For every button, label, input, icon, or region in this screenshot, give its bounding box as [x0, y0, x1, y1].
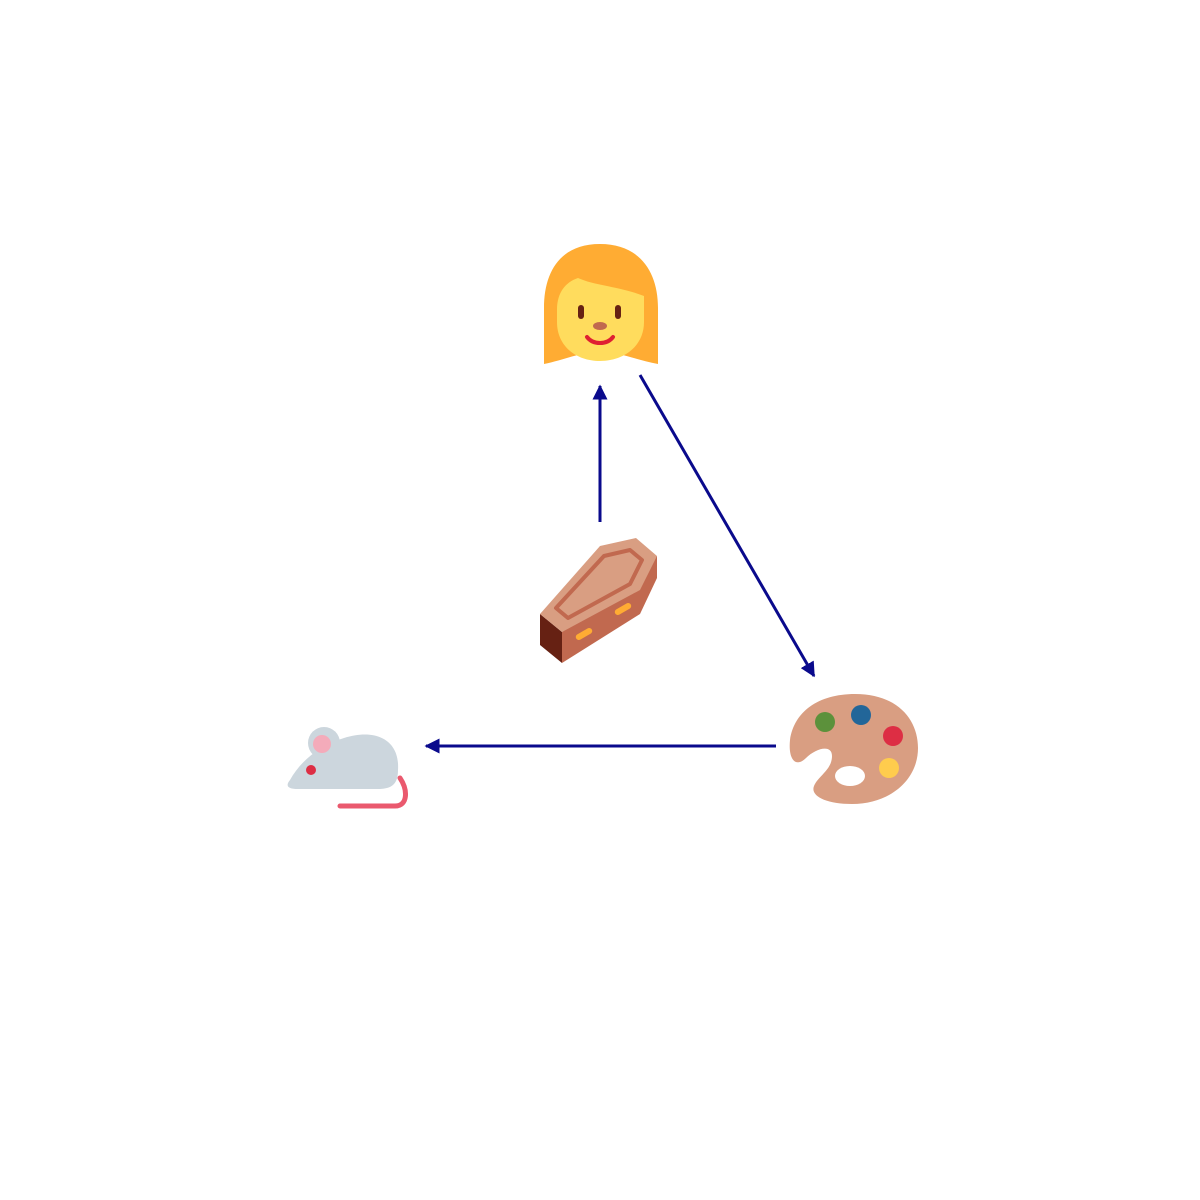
mouse-icon	[287, 727, 408, 809]
edge-woman-to-palette	[638, 374, 816, 678]
artist-palette-icon	[789, 694, 918, 804]
node-mouse	[287, 727, 408, 809]
node-woman	[544, 244, 658, 364]
node-palette	[789, 694, 918, 804]
woman-icon	[544, 244, 658, 364]
node-coffin	[540, 538, 657, 663]
edges	[424, 374, 816, 754]
coffin-icon	[540, 538, 657, 663]
